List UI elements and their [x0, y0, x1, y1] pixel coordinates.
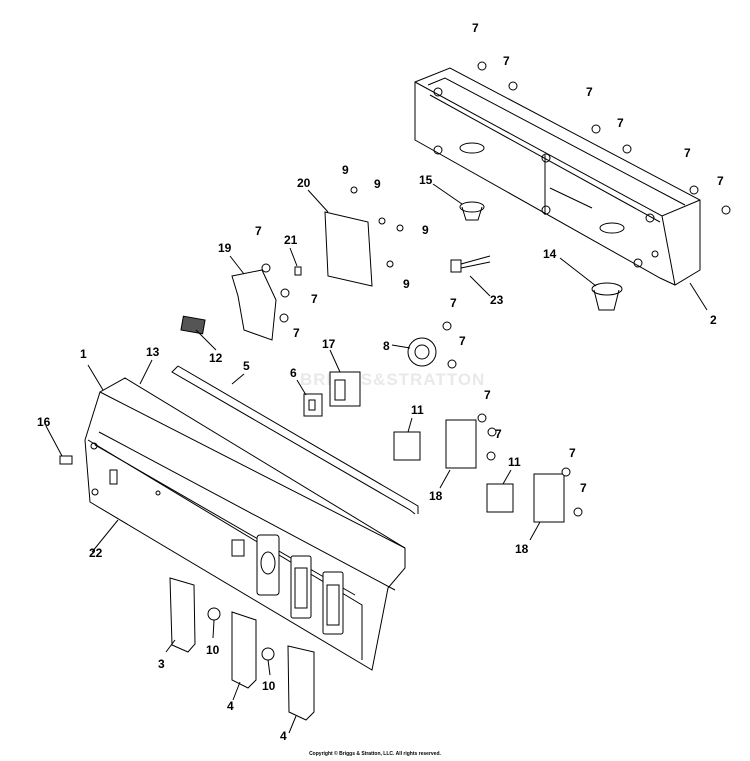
- switch-6: [303, 393, 323, 417]
- grommet-15: [459, 201, 485, 221]
- callout-1: 1: [80, 347, 87, 361]
- callout-9: 9: [374, 177, 381, 191]
- callout-13: 13: [146, 345, 160, 359]
- breaker-11b: [486, 483, 514, 513]
- callout-7: 7: [495, 427, 502, 441]
- callout-18: 18: [515, 542, 529, 556]
- callout-7: 7: [311, 292, 318, 306]
- callout-22: 22: [89, 546, 103, 560]
- screw-16: [59, 455, 73, 465]
- callout-7: 7: [684, 146, 691, 160]
- callout-17: 17: [322, 337, 336, 351]
- callout-3: 3: [158, 657, 165, 671]
- control-box-housing: [414, 67, 701, 286]
- receptacle-8: [407, 337, 437, 367]
- callout-7: 7: [580, 481, 587, 495]
- callout-7: 7: [503, 54, 510, 68]
- callout-4: 4: [280, 729, 287, 743]
- callout-7: 7: [717, 174, 724, 188]
- callout-23: 23: [490, 293, 504, 307]
- callout-4: 4: [227, 699, 234, 713]
- callout-14: 14: [543, 247, 557, 261]
- callout-11: 11: [508, 455, 521, 469]
- callout-10: 10: [206, 643, 220, 657]
- leader-lines: [45, 183, 708, 734]
- callout-9: 9: [403, 277, 410, 291]
- callout-7: 7: [472, 21, 479, 35]
- callout-7: 7: [459, 334, 466, 348]
- outlet-covers: [169, 577, 315, 721]
- callout-18: 18: [429, 489, 443, 503]
- callout-2: 2: [710, 313, 717, 327]
- knob: [261, 647, 275, 661]
- switch-17: [329, 371, 361, 407]
- callout-16: 16: [37, 415, 51, 429]
- callout-9: 9: [422, 223, 429, 237]
- callout-11: 11: [411, 403, 424, 417]
- spacer-21: [294, 266, 302, 276]
- callout-7: 7: [255, 224, 262, 238]
- callout-10: 10: [262, 679, 276, 693]
- grommet-14: [591, 282, 623, 311]
- callout-7: 7: [586, 85, 593, 99]
- callout-9: 9: [342, 163, 349, 177]
- callout-5: 5: [243, 359, 250, 373]
- callout-7: 7: [450, 296, 457, 310]
- callout-15: 15: [419, 173, 433, 187]
- callout-8: 8: [383, 339, 390, 353]
- bracket-19: [231, 269, 277, 341]
- front-panel: [84, 377, 406, 671]
- hex-nuts: [261, 61, 731, 517]
- circuit-board-20: [324, 211, 373, 287]
- callout-7: 7: [569, 446, 576, 460]
- callout-7: 7: [617, 116, 624, 130]
- harness-23: [450, 255, 491, 273]
- receptacle-18b: [533, 473, 565, 523]
- callout-19: 19: [218, 241, 232, 255]
- callout-20: 20: [297, 176, 311, 190]
- knob: [207, 607, 221, 621]
- callout-6: 6: [290, 366, 297, 380]
- breaker-11a: [393, 431, 421, 461]
- receptacle-18a: [445, 419, 477, 469]
- switch-12: [180, 315, 206, 335]
- callout-21: 21: [284, 233, 298, 247]
- support-rod: [171, 365, 419, 515]
- callout-7: 7: [293, 326, 300, 340]
- callout-7: 7: [484, 388, 491, 402]
- copyright-notice: Copyright © Briggs & Stratton, LLC. All …: [309, 751, 441, 757]
- callout-12: 12: [209, 351, 223, 365]
